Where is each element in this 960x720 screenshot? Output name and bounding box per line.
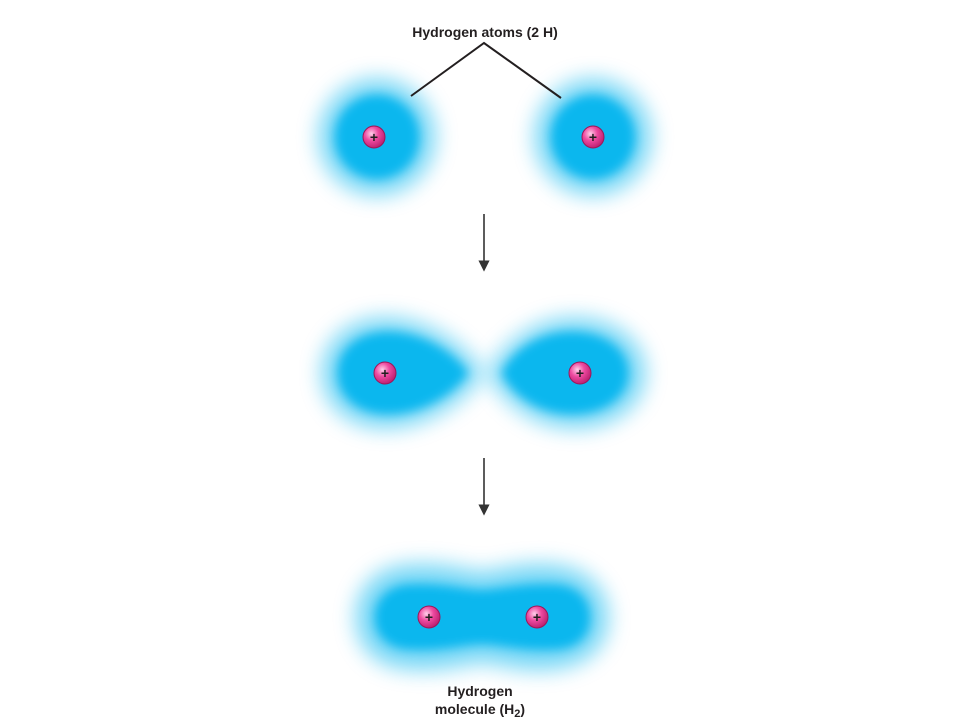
electron-cloud-right-teardrop xyxy=(488,318,645,428)
molecule-label-prefix: molecule (H xyxy=(434,701,515,717)
molecule-label-subscript: 2 xyxy=(514,708,521,720)
shared-electron-cloud xyxy=(356,564,608,670)
proton-stage2-right: + xyxy=(568,361,592,385)
proton-sign: + xyxy=(533,609,541,625)
proton-stage1-right: + xyxy=(581,125,605,149)
molecule-label-line2: molecule (H2) xyxy=(400,700,560,720)
molecule-label-suffix: ) xyxy=(520,701,526,717)
proton-stage1-left: + xyxy=(362,125,386,149)
electron-cloud-left-teardrop xyxy=(322,318,483,428)
title-pointer-lines xyxy=(410,41,562,99)
proton-sign: + xyxy=(589,129,597,145)
proton-stage2-left: + xyxy=(373,361,397,385)
proton-sign: + xyxy=(381,365,389,381)
molecule-label-line1: Hydrogen xyxy=(447,683,513,699)
proton-sign: + xyxy=(425,609,433,625)
hydrogen-molecule-label: Hydrogen molecule (H2) xyxy=(400,682,560,720)
proton-sign: + xyxy=(576,365,584,381)
hydrogen-atoms-label: Hydrogen atoms (2 H) xyxy=(412,24,558,40)
stage-molecule xyxy=(356,564,608,670)
stage-approaching-atoms xyxy=(322,318,645,428)
proton-sign: + xyxy=(370,129,378,145)
proton-stage3-right: + xyxy=(525,605,549,629)
proton-stage3-left: + xyxy=(417,605,441,629)
